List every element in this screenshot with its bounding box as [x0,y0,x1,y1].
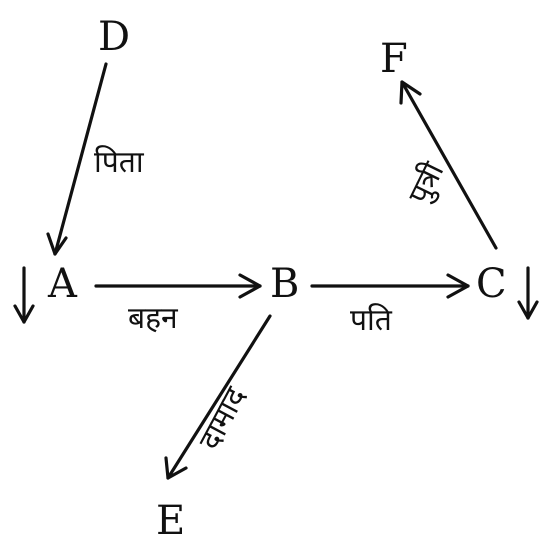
node-a: A [47,261,78,307]
node-b: B [270,261,299,307]
edge-d-to-a [46,62,108,256]
arrowhead-icon [238,273,262,299]
node-f: F [380,36,408,82]
edge-c-to-f [399,80,498,250]
arrowhead-icon [446,273,470,299]
arrowhead-icon [399,80,422,105]
edge-label-b-e: दामाद [192,381,254,456]
arrowhead-icon [164,456,188,480]
edge-label-c-f: पुत्री [402,156,453,210]
gender-marker-c [517,266,539,320]
down-arrow-icon [517,300,539,320]
edge-label-b-c: पति [350,303,393,338]
edge-label-a-b: बहन [128,301,179,336]
arrowhead-icon [46,232,68,256]
edge-b-to-c [310,273,470,299]
down-arrow-icon [13,304,35,324]
edge-b-to-e [164,314,272,480]
node-d: D [98,14,130,60]
node-c: C [476,261,507,307]
gender-marker-a [13,266,35,324]
edge-a-to-b [94,273,262,299]
edge-label-d-a: पिता [94,145,145,180]
node-e: E [156,498,185,544]
